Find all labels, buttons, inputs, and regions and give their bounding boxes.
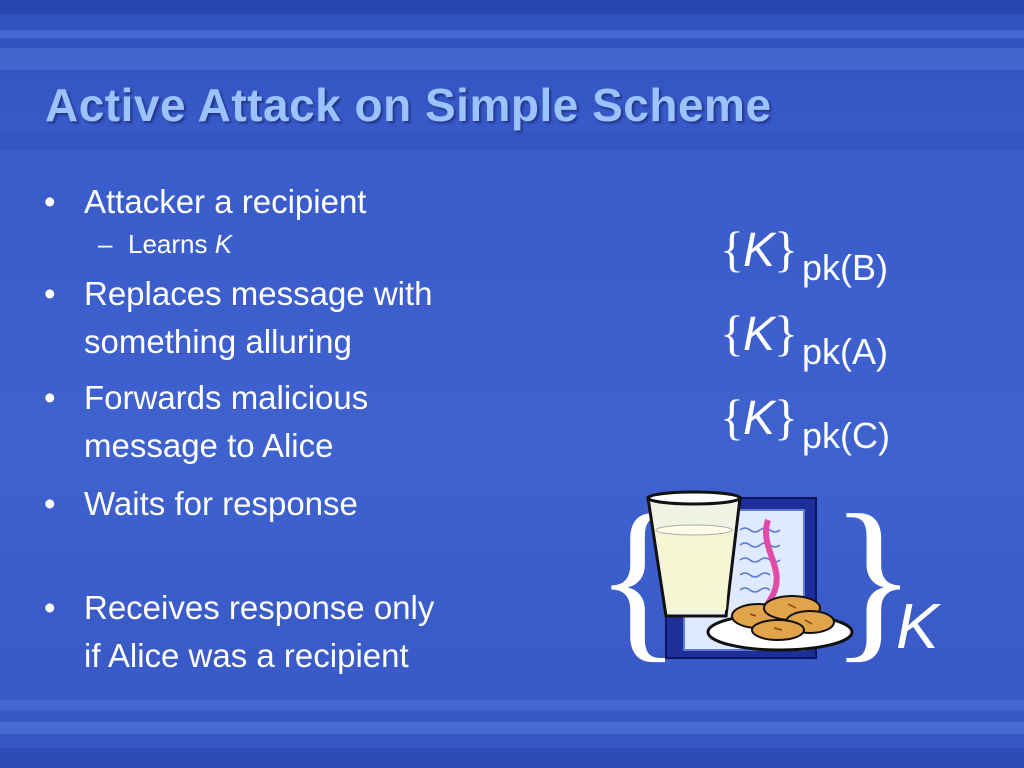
- formula-pk-a: {K}pk(A): [720, 308, 888, 372]
- formula-subscript: pk(A): [802, 331, 889, 372]
- bullet-line: message to Alice: [84, 427, 334, 464]
- bullet-line: Forwards malicious: [84, 379, 369, 416]
- formula-subscript: pk(B): [802, 247, 889, 288]
- close-brace: }: [774, 389, 799, 445]
- bullet-marker: •: [44, 183, 56, 220]
- top-stripe: [0, 0, 1024, 14]
- key-symbol: K: [743, 224, 776, 277]
- stripe: [0, 700, 1024, 710]
- sub-bullet-text: Learns: [128, 229, 215, 259]
- slide-title: Active Attack on Simple Scheme: [45, 79, 772, 131]
- open-brace: {: [720, 221, 744, 277]
- bullet-item: • Replaces message with something alluri…: [40, 270, 520, 366]
- bullet-marker: •: [44, 275, 56, 312]
- bullet-item: • Attacker a recipient: [40, 178, 520, 226]
- formula-pk-c: {K}pk(C): [720, 392, 890, 456]
- key-symbol: K: [743, 392, 776, 445]
- stripe: [0, 722, 1024, 734]
- close-brace: }: [774, 221, 799, 277]
- stripe: [0, 48, 1024, 70]
- bullet-list: • Attacker a recipient – Learns K • Repl…: [40, 178, 520, 680]
- bullet-item: • Waits for response: [40, 480, 520, 528]
- stripe: [0, 30, 1024, 38]
- key-symbol-large: K: [896, 590, 939, 662]
- bullet-marker: •: [44, 485, 56, 522]
- bullet-marker: •: [44, 589, 56, 626]
- formula-subscript: pk(C): [802, 415, 891, 456]
- bullet-marker: •: [44, 379, 56, 416]
- bullet-item: • Forwards malicious message to Alice: [40, 374, 520, 470]
- spacer: [40, 528, 520, 584]
- sub-bullet-italic: K: [214, 229, 233, 259]
- bullet-text: Attacker a recipient: [84, 183, 367, 220]
- close-brace: }: [774, 305, 799, 361]
- milk-and-cookies-icon: [646, 490, 854, 659]
- sub-bullet-item: – Learns K: [40, 224, 520, 264]
- bullet-line: Replaces message with: [84, 275, 433, 312]
- bullet-text: Waits for response: [84, 485, 358, 522]
- bullet-line: something alluring: [84, 323, 352, 360]
- open-brace: {: [720, 389, 744, 445]
- bullet-line: if Alice was a recipient: [84, 637, 409, 674]
- bullet-item: • Receives response only if Alice was a …: [40, 584, 520, 680]
- bottom-stripe: [0, 748, 1024, 768]
- formula-pk-b: {K}pk(B): [720, 224, 888, 288]
- key-symbol: K: [743, 308, 776, 361]
- open-brace: {: [720, 305, 744, 361]
- stripe: [0, 130, 1024, 150]
- bullet-line: Receives response only: [84, 589, 435, 626]
- dash-marker: –: [98, 229, 113, 259]
